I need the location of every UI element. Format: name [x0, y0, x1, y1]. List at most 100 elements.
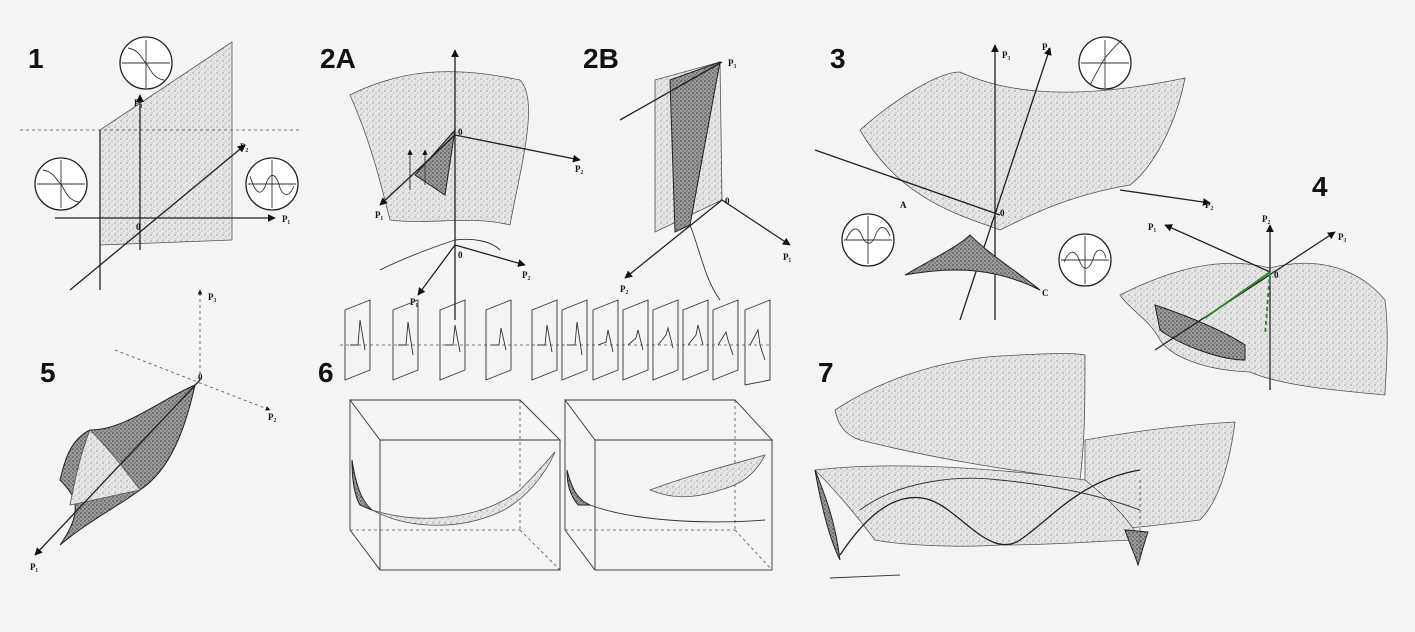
panel-2b-label-p2: P₂: [620, 284, 628, 294]
panel-1-label-p1: P₁: [282, 214, 290, 224]
panel-5-label: 5: [40, 357, 56, 388]
panel-2b-label: 2B: [583, 43, 619, 74]
panel-1: 1 P₁ P₂ P₃ 0: [20, 36, 300, 291]
panel-6-frame: [561, 299, 588, 381]
panel-3-axis-p2: [1119, 189, 1211, 206]
panel-6-frame: [531, 299, 558, 381]
panel-5: 5 P₃ P₂ P₁ 0: [30, 289, 276, 572]
panel-3-surface: [859, 71, 1186, 231]
panel-2a-label: 2A: [320, 43, 356, 74]
panel-6-frame: [682, 299, 709, 381]
panel-2a-axis-p2: [454, 134, 581, 163]
panel-6-frame: [344, 299, 371, 381]
panel-7-bottom-surface: [814, 465, 1141, 547]
panel-4-label: 4: [1312, 171, 1328, 202]
panel-1-label: 1: [28, 43, 44, 74]
panel-5-surface: [59, 384, 196, 546]
panel-6-frame: [652, 299, 679, 381]
panel-3-left-axis: [814, 149, 1001, 216]
panel-6: 6: [318, 299, 774, 571]
panel-3-point-c: C: [1042, 288, 1049, 298]
panel-6-frame: [592, 299, 619, 381]
panel-2a-axis-p1: [379, 134, 456, 206]
panel-5-axis-p1: [34, 379, 201, 556]
panel-5-label-p1: P₁: [30, 562, 38, 572]
panel-6-frame-row: [340, 299, 771, 386]
potential-icon: [1078, 36, 1132, 90]
panel-1-label-p3: P₃: [134, 98, 142, 108]
panel-5-label-p2: P₂: [268, 412, 276, 422]
panel-6-box-left: [349, 399, 562, 571]
panel-3-axis-p1: [959, 47, 1052, 321]
panel-6-frame: [712, 299, 739, 381]
panel-7-curve: [839, 469, 1141, 556]
panel-4-green-line: [1204, 271, 1271, 319]
panel-2a-label-p2: P₂: [575, 164, 583, 174]
panel-4-surface: [1119, 262, 1388, 396]
panel-4-origin: 0: [1274, 270, 1279, 280]
panel-2b-label-p1: P₁: [783, 252, 791, 262]
panel-5-axis-p2: [114, 349, 271, 411]
panel-2b-origin: 0: [725, 196, 730, 206]
panel-6-frame: [439, 299, 466, 381]
panel-2b-label-p3: P₃: [728, 58, 736, 68]
panel-2a: 2A P₂ P₁ 0 0 P₂ P₁: [320, 43, 583, 320]
panel-6-frame: [485, 299, 512, 381]
panel-1-origin: 0: [136, 222, 141, 232]
panel-5-label-p3: P₃: [208, 292, 216, 302]
panel-6-label: 6: [318, 357, 334, 388]
panel-4-axis-p3: [1154, 231, 1336, 351]
panel-4-axis-p1: [1164, 224, 1271, 273]
panel-2a-origin-lower: 0: [458, 250, 463, 260]
panel-3-label-p2: P₂: [1205, 200, 1213, 210]
panel-2a-label-p1: P₁: [375, 210, 383, 220]
panel-2b-axis-p1: [721, 199, 791, 246]
panel-6-right-surface: [648, 454, 766, 498]
potential-icon: [34, 157, 88, 211]
potential-icon: [841, 213, 895, 267]
panel-3-label-p1: P₁: [1042, 42, 1050, 52]
panel-5-origin: 0: [198, 372, 203, 382]
panel-3-origin: 0: [1000, 208, 1005, 218]
panel-7-base-line: [829, 574, 901, 579]
panel-4-green-dashed-line: [1264, 271, 1271, 336]
panel-3-label: 3: [830, 43, 846, 74]
panel-7-cusp-left: [814, 469, 841, 561]
panel-7-label: 7: [818, 357, 834, 388]
panel-6-left-surface: [371, 451, 556, 526]
panel-6-box-right: [564, 399, 774, 571]
panel-6-right-cusp: [566, 469, 591, 506]
panel-6-left-cusp: [351, 459, 373, 511]
panel-6-frame: [622, 299, 649, 381]
panel-1-axis-p2: [69, 144, 246, 291]
panel-2a-axis-lower-p2: [454, 244, 526, 267]
panel-4: 4 P₂ P₁ P₃ 0: [1119, 171, 1388, 396]
panel-3-label-p3: P₃: [1002, 50, 1010, 60]
panel-6-frame: [744, 299, 771, 386]
panel-7-cusp-right: [1124, 529, 1149, 567]
panel-7-top-surface: [834, 353, 1086, 481]
panel-2b: 2B P₃ 0 P₁ P₂: [583, 43, 791, 301]
panel-3-point-a: A: [900, 200, 907, 210]
panel-5-inner-surface: [69, 429, 141, 506]
panel-2a-origin: 0: [458, 127, 463, 137]
panel-2b-axis-line: [619, 61, 723, 121]
panel-6-frame: [392, 299, 419, 381]
potential-icon: [1058, 233, 1112, 287]
panel-4-label-p2: P₂: [1262, 214, 1270, 224]
panel-2a-label-lower-p1: P₁: [410, 297, 418, 307]
panel-7: 7: [814, 353, 1236, 579]
potential-icon: [245, 157, 299, 211]
panel-1-label-p2: P₂: [240, 142, 248, 152]
panel-4-label-p1: P₁: [1148, 222, 1156, 232]
panel-4-fold: [1154, 304, 1246, 361]
potential-icon: [119, 36, 173, 90]
panel-2a-label-lower-p2: P₂: [522, 270, 530, 280]
panel-3: 3 P₃ P₁ P₂ 0 A C: [814, 36, 1213, 321]
panel-4-label-p3: P₃: [1338, 232, 1346, 242]
panel-3-cusp: [904, 234, 1041, 291]
panel-2b-axis-p2: [624, 199, 723, 279]
panel-2a-axis-lower-p1: [417, 244, 456, 296]
panel-7-right-surface: [1084, 421, 1236, 531]
